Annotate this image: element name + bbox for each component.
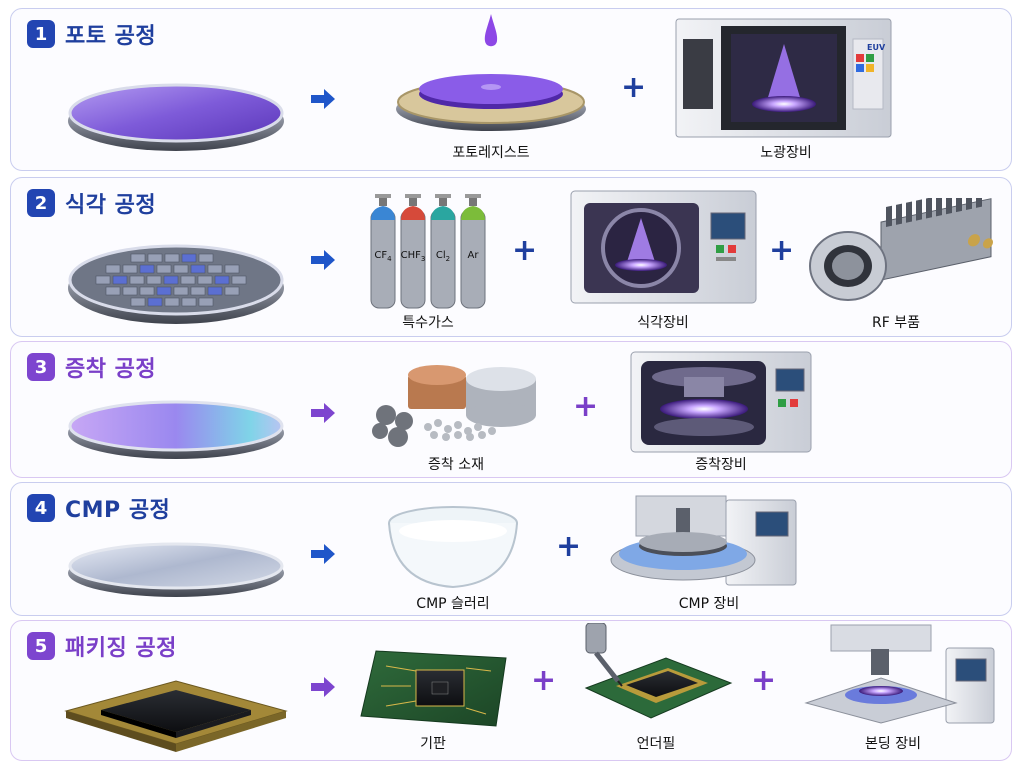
underfill-dispenser: [584, 623, 733, 719]
row-header: 1 포토 공정: [27, 18, 156, 50]
wafer-purple: [68, 83, 284, 151]
cmp-machine: [610, 495, 797, 586]
item-caption: 기판: [420, 736, 446, 752]
gas-cylinders: CF4 CHF3 Cl2 Ar: [363, 190, 493, 310]
euv-label: EUV: [867, 43, 886, 52]
item-caption: CMP 슬러리: [416, 596, 490, 612]
item-caption: CMP 장비: [678, 596, 740, 612]
slurry-bowl: [388, 506, 518, 589]
etching-machine: [570, 190, 757, 304]
arrow-icon: [311, 403, 335, 423]
plus-icon: +: [751, 663, 777, 698]
arrow-icon: [311, 677, 335, 697]
plus-icon: +: [531, 663, 557, 698]
etched-wafer: [68, 244, 284, 324]
row-header: 3 증착 공정: [27, 351, 156, 383]
step-title: 식각 공정: [65, 193, 157, 218]
row-deposition: 3 증착 공정 증착 소재 + 증착장비: [10, 341, 1012, 478]
gas-label-cl2: Cl2: [435, 250, 451, 263]
step-title: 포토 공정: [65, 24, 157, 49]
step-title: 패키징 공정: [65, 636, 177, 661]
gas-label-chf3: CHF3: [400, 250, 426, 263]
step-badge: 2: [27, 189, 55, 217]
gas-label-cf4: CF4: [374, 250, 392, 263]
item-caption: 노광장비: [760, 145, 812, 161]
row-header: 2 식각 공정: [27, 187, 156, 219]
row-header: 5 패키징 공정: [27, 630, 177, 662]
step-title: 증착 공정: [65, 357, 157, 382]
item-caption: 식각장비: [637, 315, 689, 331]
rf-component: [809, 198, 993, 301]
item-caption: 증착장비: [695, 457, 747, 473]
plus-icon: +: [512, 233, 538, 268]
pcb-substrate: [360, 650, 507, 727]
plus-icon: +: [769, 233, 795, 268]
bonding-machine: [804, 624, 995, 724]
wafer-iridescent: [68, 400, 284, 459]
deposition-materials: [372, 365, 536, 447]
row-cmp: 4 CMP 공정 CMP 슬러리 + CMP 장비: [10, 482, 1012, 616]
arrow-icon: [311, 250, 335, 270]
deposition-machine: [630, 351, 812, 453]
item-caption: 포토레지스트: [452, 145, 530, 161]
arrow-icon: [311, 89, 335, 109]
plus-icon: +: [621, 70, 647, 105]
packaged-chip: [64, 680, 288, 752]
step-badge: 3: [27, 353, 55, 381]
row-header: 4 CMP 공정: [27, 492, 170, 524]
step-badge: 4: [27, 494, 55, 522]
step-badge: 1: [27, 20, 55, 48]
item-caption: RF 부품: [872, 315, 920, 331]
plus-icon: +: [573, 389, 599, 424]
arrow-icon: [311, 544, 335, 564]
wafer-polished: [68, 542, 284, 597]
row-packaging: 5 패키징 공정 기판 + 언더필 + 본딩 장비: [10, 620, 1012, 761]
step-title: CMP 공정: [65, 498, 171, 523]
row-etch: 2 식각 공정: [10, 177, 1012, 337]
photoresist-coated-wafer: [396, 14, 586, 131]
item-caption: 특수가스: [402, 315, 454, 331]
gas-label-ar: Ar: [467, 250, 479, 261]
plus-icon: +: [556, 529, 582, 564]
item-caption: 언더필: [636, 736, 676, 752]
step-badge: 5: [27, 632, 55, 660]
row-photo: 1 포토 공정 포토레지스트 + EUV 노광장비: [10, 8, 1012, 171]
item-caption: 증착 소재: [428, 457, 484, 473]
item-caption: 본딩 장비: [865, 736, 921, 752]
euv-lithography-machine: EUV: [675, 18, 892, 138]
